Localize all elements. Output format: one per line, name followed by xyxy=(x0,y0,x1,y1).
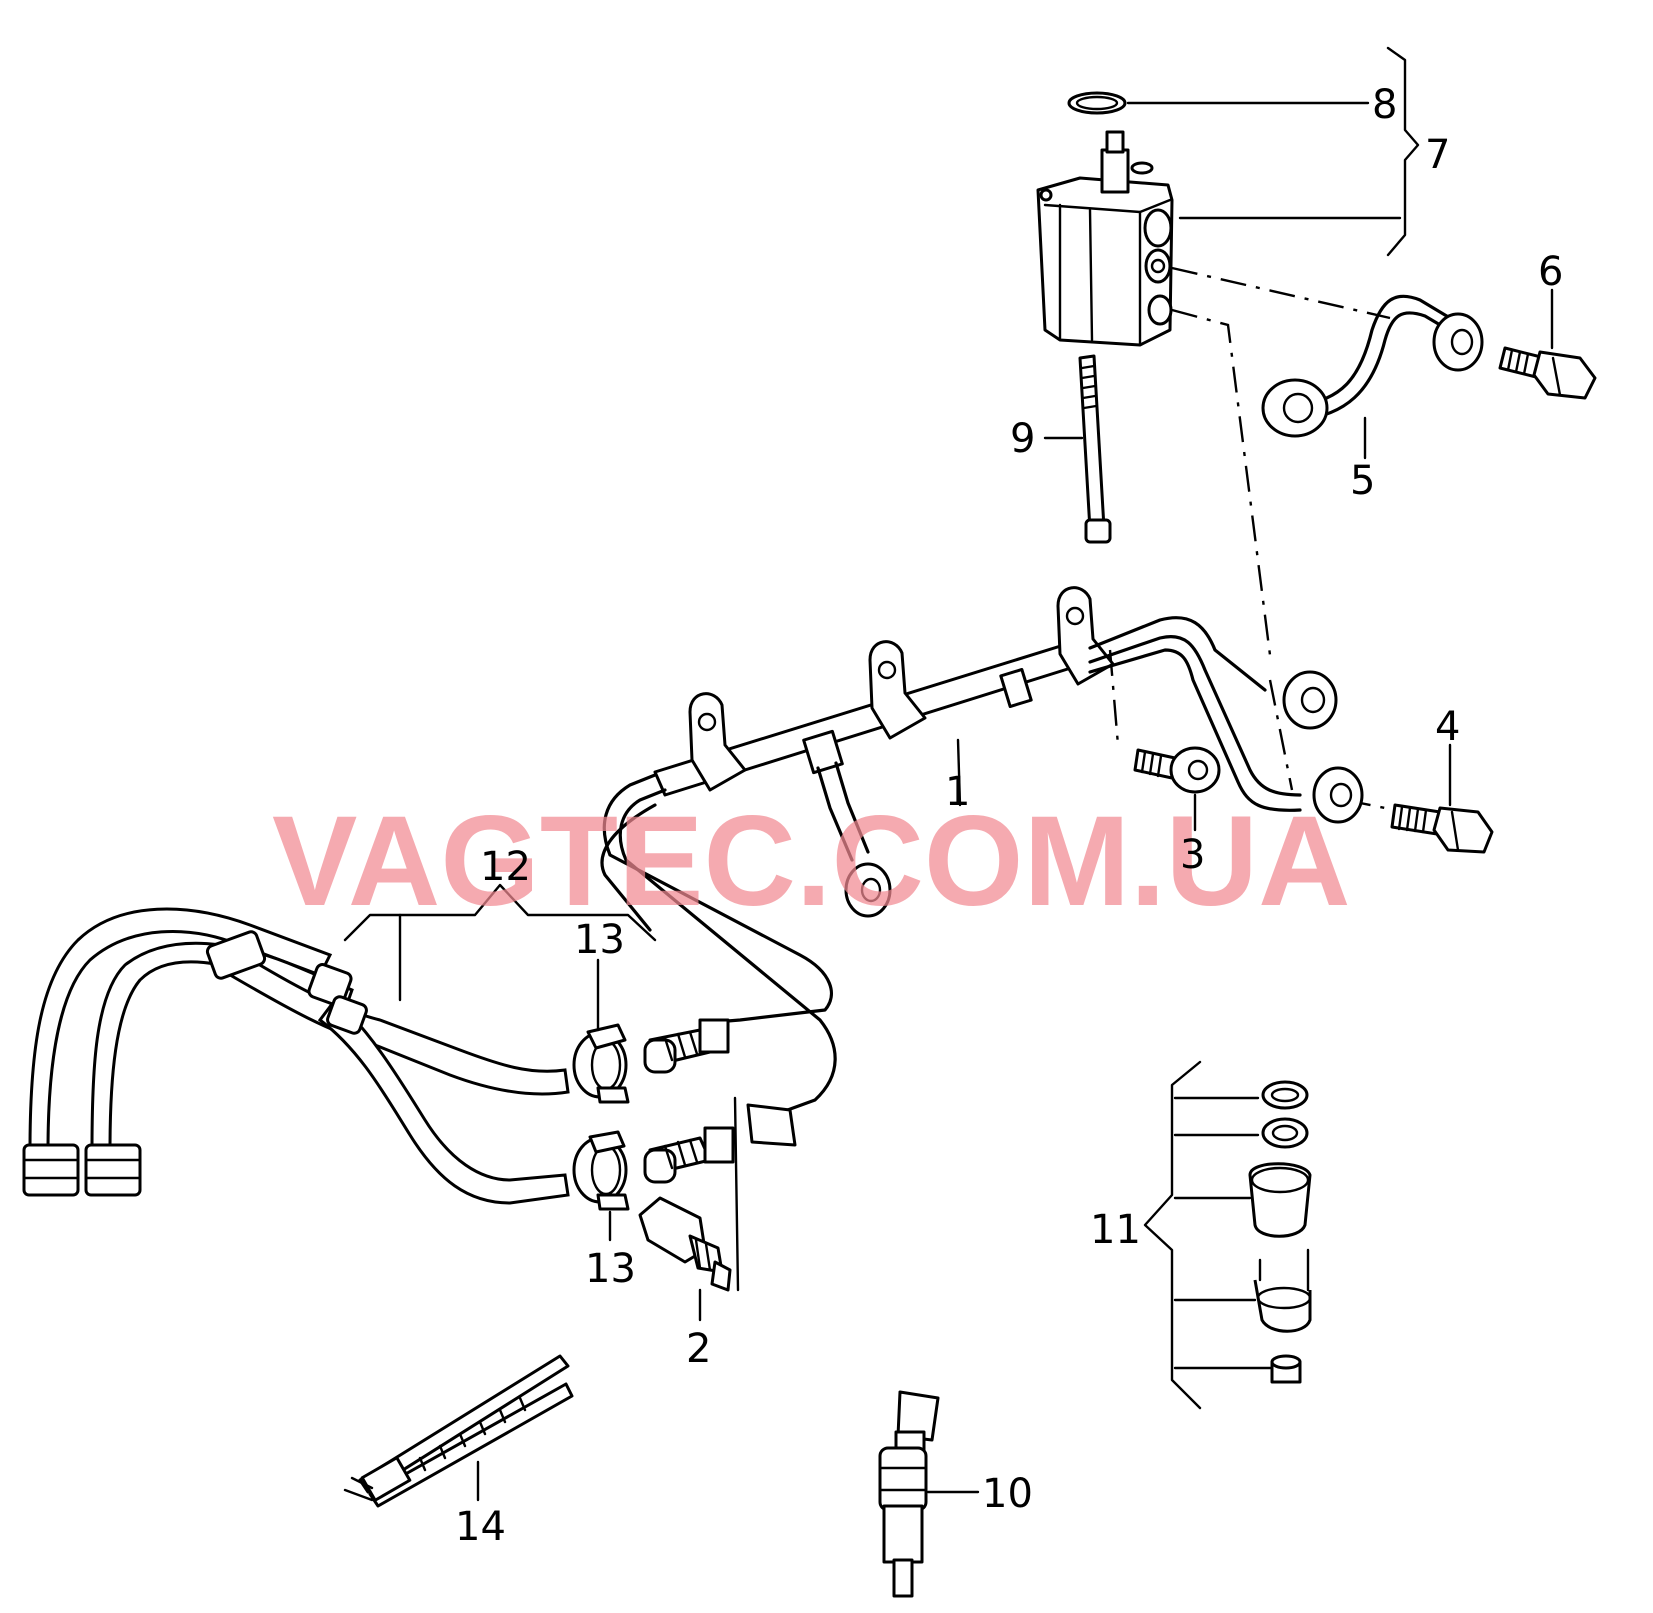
fuel-hoses-part-12 xyxy=(22,907,570,1205)
hose-clamp-part-13-upper xyxy=(572,1023,630,1104)
callout-10: 10 xyxy=(982,1471,1033,1517)
callout-6: 6 xyxy=(1538,249,1563,295)
callout-14: 14 xyxy=(455,1504,506,1550)
hose-clamp-part-13-lower xyxy=(572,1130,630,1211)
bolt-part-9 xyxy=(1078,354,1112,544)
regulator-block-part-7 xyxy=(1036,130,1174,347)
callout-4: 4 xyxy=(1435,704,1460,750)
callout-8: 8 xyxy=(1372,82,1397,128)
callout-9: 9 xyxy=(1010,416,1035,462)
callout-13-upper: 13 xyxy=(574,917,625,963)
watermark: VAGTEC.COM.UA xyxy=(272,790,1351,933)
banjo-bolt-part-6 xyxy=(1498,346,1597,400)
leader-lines xyxy=(343,46,1554,1502)
callout-12: 12 xyxy=(480,844,531,890)
fuel-rail-part-1 xyxy=(600,586,1364,1122)
callout-13-lower: 13 xyxy=(585,1246,636,1292)
cable-ties-part-14 xyxy=(343,1354,574,1508)
callout-5: 5 xyxy=(1350,458,1375,504)
bolt-part-3 xyxy=(1133,746,1221,794)
sensor-part-2 xyxy=(638,1096,740,1292)
pipe-connectors xyxy=(643,1018,797,1184)
callout-1: 1 xyxy=(945,769,970,815)
assembly-guide-lines xyxy=(1108,266,1421,817)
banjo-bolt-part-4 xyxy=(1390,803,1494,854)
callout-7: 7 xyxy=(1425,132,1450,178)
seal-kit-part-11 xyxy=(1248,1080,1312,1384)
callout-3: 3 xyxy=(1180,832,1205,878)
injector-part-10 xyxy=(878,1390,940,1598)
callout-11: 11 xyxy=(1090,1207,1141,1253)
callout-2: 2 xyxy=(686,1326,711,1372)
pipe-part-5 xyxy=(1261,294,1484,438)
o-ring-part-8 xyxy=(1067,91,1127,115)
